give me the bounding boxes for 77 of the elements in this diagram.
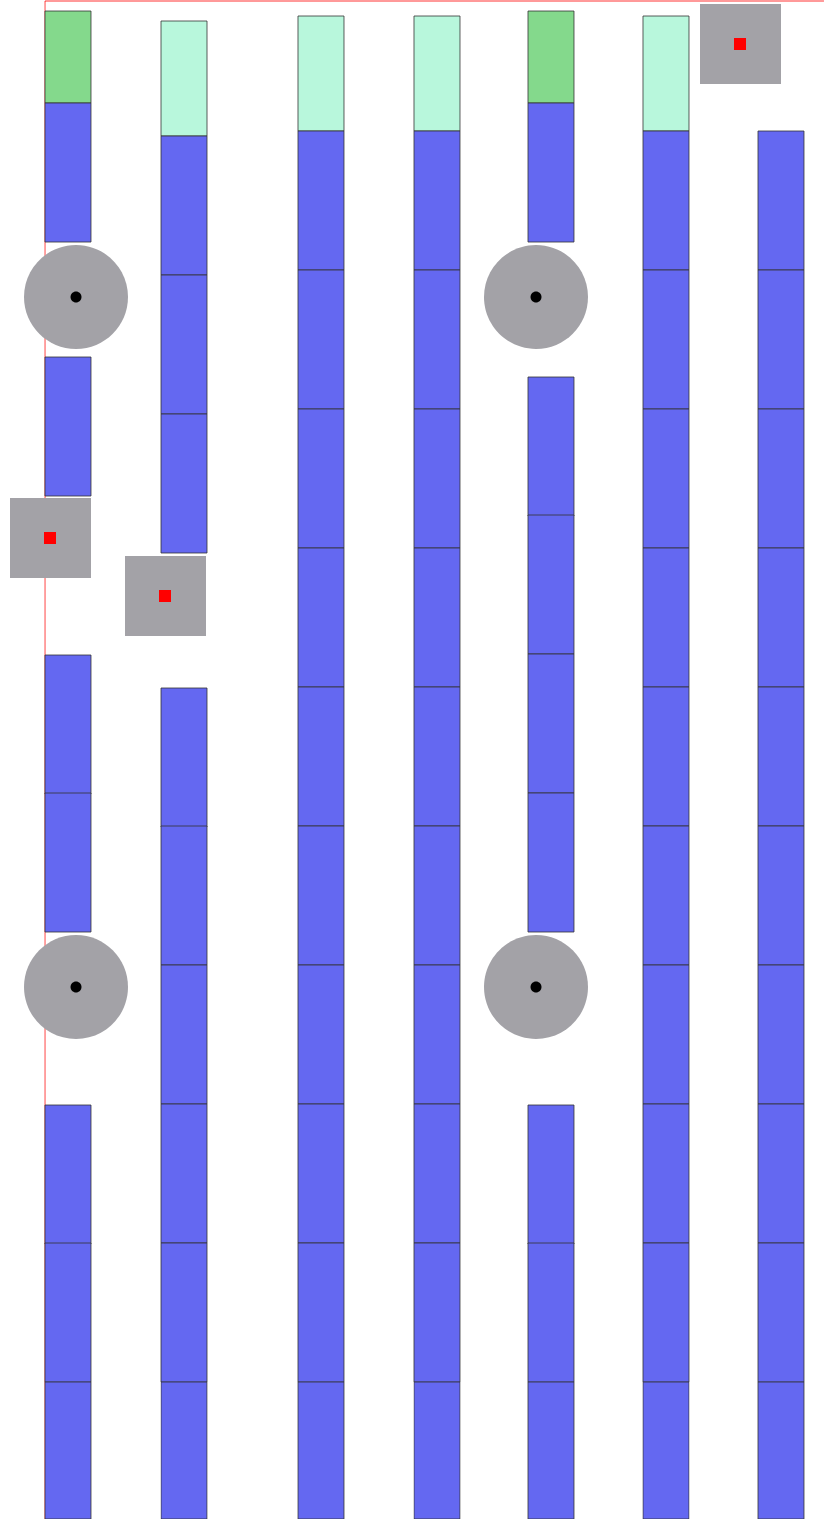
block	[642, 825, 690, 966]
block	[44, 102, 92, 243]
block	[413, 825, 461, 966]
block	[297, 130, 345, 271]
block	[642, 269, 690, 410]
block	[44, 1381, 92, 1519]
block	[160, 413, 208, 554]
block	[297, 547, 345, 688]
block	[297, 964, 345, 1105]
block	[297, 1242, 345, 1383]
block	[757, 130, 805, 271]
block	[297, 1103, 345, 1244]
block	[527, 102, 575, 243]
block	[160, 1103, 208, 1244]
block	[297, 269, 345, 410]
block	[527, 1381, 575, 1519]
block	[160, 1242, 208, 1383]
block	[642, 547, 690, 688]
block	[413, 15, 461, 132]
block	[757, 825, 805, 966]
block	[297, 408, 345, 549]
block	[642, 686, 690, 827]
block	[44, 1242, 92, 1383]
block	[44, 792, 92, 933]
marker-square	[10, 498, 91, 578]
block	[44, 10, 92, 104]
block	[44, 356, 92, 497]
block	[297, 686, 345, 827]
block	[757, 269, 805, 410]
block	[297, 15, 345, 132]
block	[757, 1103, 805, 1244]
block	[413, 964, 461, 1105]
block	[297, 1381, 345, 1519]
marker-square	[125, 556, 206, 636]
wheel	[24, 245, 128, 349]
block	[642, 408, 690, 549]
block	[527, 376, 575, 517]
block	[642, 1242, 690, 1383]
block	[44, 654, 92, 795]
block	[757, 1242, 805, 1383]
marker-square	[700, 4, 781, 84]
block	[413, 547, 461, 688]
block	[642, 1381, 690, 1519]
block	[642, 15, 690, 132]
block	[527, 1104, 575, 1245]
block	[413, 130, 461, 271]
block	[413, 269, 461, 410]
block	[642, 130, 690, 271]
block	[757, 547, 805, 688]
block	[160, 687, 208, 828]
block	[527, 10, 575, 104]
block	[642, 964, 690, 1105]
block	[757, 964, 805, 1105]
block	[757, 408, 805, 549]
block	[160, 20, 208, 137]
block	[757, 1381, 805, 1519]
wheel	[24, 935, 128, 1039]
block	[413, 1103, 461, 1244]
block	[297, 825, 345, 966]
block	[413, 408, 461, 549]
block	[642, 1103, 690, 1244]
block	[413, 1381, 461, 1519]
block	[413, 686, 461, 827]
wheel	[484, 935, 588, 1039]
block	[160, 825, 208, 966]
block	[160, 274, 208, 415]
block	[527, 792, 575, 933]
block	[527, 653, 575, 794]
block	[160, 1381, 208, 1519]
block	[160, 964, 208, 1105]
block	[44, 1104, 92, 1245]
block	[413, 1242, 461, 1383]
block	[527, 1242, 575, 1383]
block	[160, 135, 208, 276]
wheel	[484, 245, 588, 349]
block	[527, 514, 575, 655]
block	[757, 686, 805, 827]
